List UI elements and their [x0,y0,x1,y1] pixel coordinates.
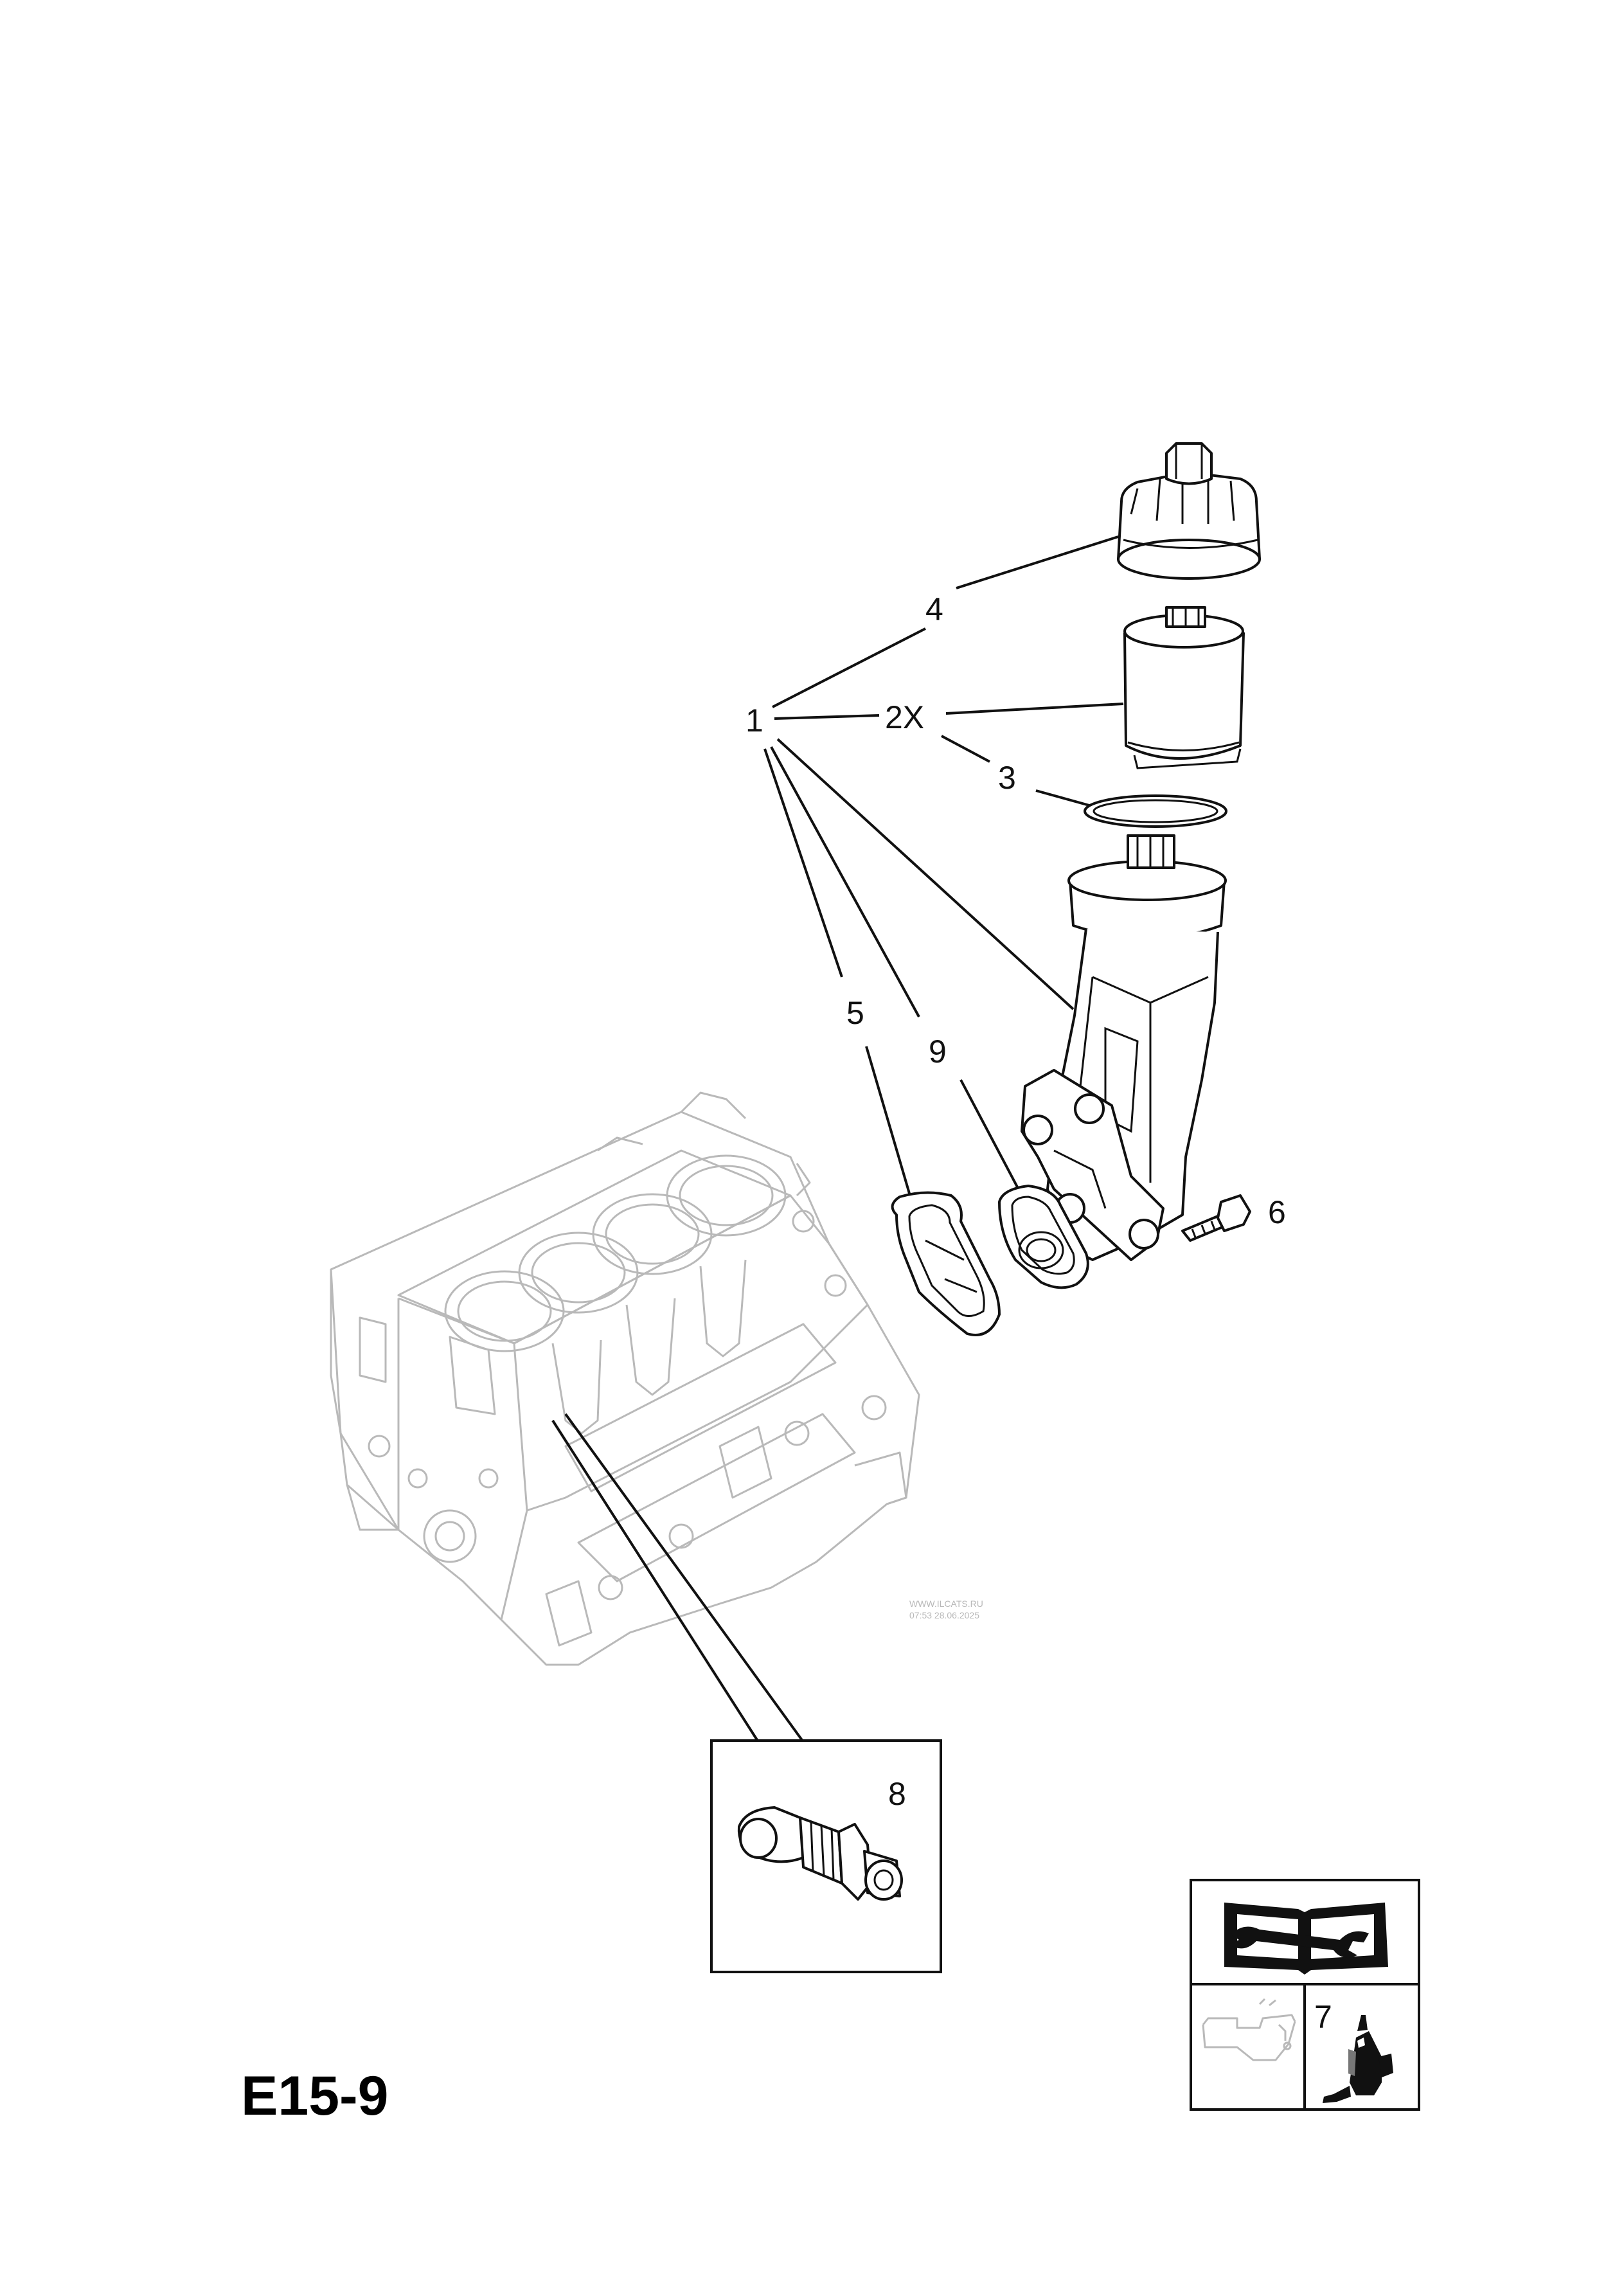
callout-9: 9 [929,1034,947,1070]
gasket-part-9 [998,1185,1089,1289]
bolt-part-6 [1181,1194,1251,1242]
callout-8: 8 [888,1776,906,1812]
filter-cap-part-4 [1117,442,1261,580]
oil-pan-icon [1202,1998,1296,2061]
engine-block-illustration [330,1091,920,1666]
book-wrench-icon [1224,1903,1388,1975]
leader-lines [551,535,1124,1743]
callout-1: 1 [745,703,763,739]
watermark-line-2: 07:53 28.06.2025 [909,1610,979,1620]
filter-housing-part-1 [1021,834,1227,1261]
detail-box-part-8 [710,1739,942,1973]
filter-element-part-2x [1123,606,1245,769]
gasket-part-5 [891,1191,1001,1336]
callout-4: 4 [925,591,943,627]
page-code: E15-9 [241,2065,389,2127]
oil-pressure-switch-part-8 [737,1806,903,1901]
callout-3: 3 [998,760,1016,796]
o-ring-part-3 [1084,794,1227,828]
watermark-line-1: WWW.ILCATS.RU [909,1599,983,1609]
callout-labels: 1 2X 3 4 5 6 7 8 9 [745,591,1332,2035]
sealant-tube-icon [1323,2015,1393,2103]
callout-2x: 2X [885,699,924,735]
callout-6: 6 [1268,1194,1286,1230]
watermark: WWW.ILCATS.RU 07:53 28.06.2025 [909,1599,983,1620]
service-icon-panel [1190,1879,1420,2111]
callout-7: 7 [1314,1999,1332,2035]
callout-5: 5 [846,995,864,1031]
